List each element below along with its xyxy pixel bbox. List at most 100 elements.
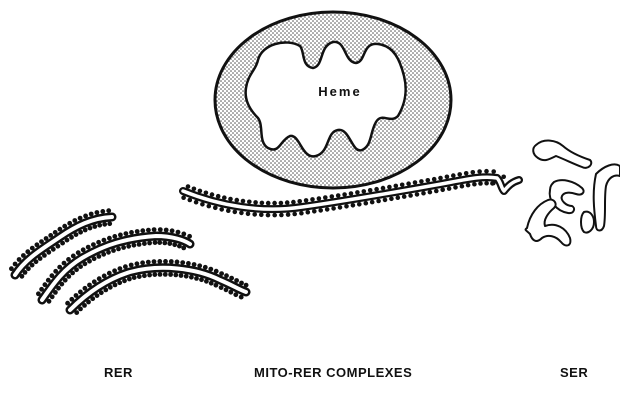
ribosome-dot — [204, 191, 209, 196]
ribosome-dot — [259, 213, 264, 218]
ribosome-dot — [38, 256, 43, 261]
ribosome-dot — [36, 291, 41, 296]
ribosome-dot — [112, 234, 117, 239]
ribosome-dot — [484, 169, 489, 174]
ribosome-dot — [142, 241, 147, 246]
ribosome-dot — [76, 250, 81, 255]
ribosome-dot — [53, 290, 58, 295]
ribosome-dot — [297, 199, 302, 204]
ribosome-dot — [310, 197, 315, 202]
ribosome-dot — [194, 276, 199, 281]
ribosome-dot — [285, 200, 290, 205]
ribosome-dot — [229, 276, 234, 281]
ribosome-dot — [118, 233, 123, 238]
ribosome-dot — [66, 274, 71, 279]
ribosome-dot — [239, 281, 244, 286]
ribosome-dot — [466, 183, 471, 188]
ribosome-dot — [92, 279, 97, 284]
ribosome-dot — [132, 275, 137, 280]
ribosome-dot — [135, 261, 140, 266]
ribosome-dot — [30, 246, 35, 251]
ribosome-dot — [177, 244, 182, 249]
ribosome-dot — [219, 271, 224, 276]
ribosome-dot — [92, 224, 97, 229]
ribosome-dot — [74, 267, 79, 272]
ribosome-dot — [330, 194, 335, 199]
ribosome-dot — [299, 211, 304, 216]
ribosome-dot — [74, 293, 79, 298]
ribosome-dot — [116, 247, 121, 252]
ribosome-dot — [112, 268, 117, 273]
ribosome-dot — [216, 194, 221, 199]
ribosome-dot — [181, 195, 186, 200]
ribosome-dot — [438, 176, 443, 181]
ribosome-dot — [107, 221, 112, 226]
ribosome-dot — [351, 203, 356, 208]
ribosome-dot — [286, 212, 291, 217]
ribosome-dot — [233, 292, 238, 297]
ribosome-dot — [472, 182, 477, 187]
ribosome-dot — [253, 200, 258, 205]
ribosome-dot — [477, 169, 482, 174]
ribosome-dot — [239, 211, 244, 216]
ribosome-dot — [67, 221, 72, 226]
ribosome-dot — [39, 239, 44, 244]
ribosome-dot — [46, 250, 51, 255]
ribosome-dot — [102, 238, 107, 243]
ribosome-dot — [100, 209, 105, 214]
ribosome-dot — [266, 213, 271, 218]
ribosome-dot — [428, 190, 433, 195]
ribosome-dot — [453, 185, 458, 190]
ribosome-dot — [9, 266, 14, 271]
ribosome-dot — [376, 199, 381, 204]
ribosome-dot — [501, 175, 506, 180]
ribosome-dot — [146, 260, 151, 265]
ribosome-dot — [108, 285, 113, 290]
ser-vesicle — [581, 212, 594, 233]
ribosome-dot — [34, 259, 39, 264]
ribosome-dot — [95, 210, 100, 215]
ribosome-dot — [210, 192, 215, 197]
ribosome-dot — [317, 196, 322, 201]
ribosome-dot — [129, 263, 134, 268]
ribosome-dot — [56, 244, 61, 249]
ribosome-dot — [181, 232, 186, 237]
ribosome-dot — [331, 206, 336, 211]
ribosome-dot — [344, 204, 349, 209]
ribosome-dot — [184, 274, 189, 279]
ribosome-dot — [58, 227, 63, 232]
ribosome-dot — [43, 282, 48, 287]
ribosome-dot — [97, 276, 102, 281]
ribosome-dot — [213, 206, 218, 211]
ribosome-dot — [83, 286, 88, 291]
ribosome-dot — [70, 271, 75, 276]
ribosome-dot — [383, 198, 388, 203]
ribosome-dot — [158, 227, 163, 232]
ribosome-dot — [69, 297, 74, 302]
ribosome-dot — [381, 186, 386, 191]
ribosome-dot — [117, 280, 122, 285]
ribosome-dot — [91, 242, 96, 247]
ribosome-dot — [124, 231, 129, 236]
ribosome-dot — [102, 274, 107, 279]
ribosome-dot — [478, 181, 483, 186]
ribosome-dot — [491, 169, 496, 174]
ribosome-dot — [180, 260, 185, 265]
ribosome-dot — [87, 259, 92, 264]
ribosome-dot — [44, 236, 49, 241]
ribosome-dot — [241, 199, 246, 204]
ribosome-dot — [99, 290, 104, 295]
ribosome-dot — [65, 238, 70, 243]
ribosome-dot — [50, 294, 55, 299]
ribosome-dot — [260, 201, 265, 206]
ribosome-dot — [457, 172, 462, 177]
ribosome-dot — [279, 201, 284, 206]
ribosome-dot — [491, 181, 496, 186]
ribosome-dot — [78, 290, 83, 295]
ribosome-dot — [434, 189, 439, 194]
ribosome-dot — [368, 188, 373, 193]
ribosome-dot — [228, 197, 233, 202]
ribosome-dot — [364, 201, 369, 206]
ribosome-dot — [318, 208, 323, 213]
